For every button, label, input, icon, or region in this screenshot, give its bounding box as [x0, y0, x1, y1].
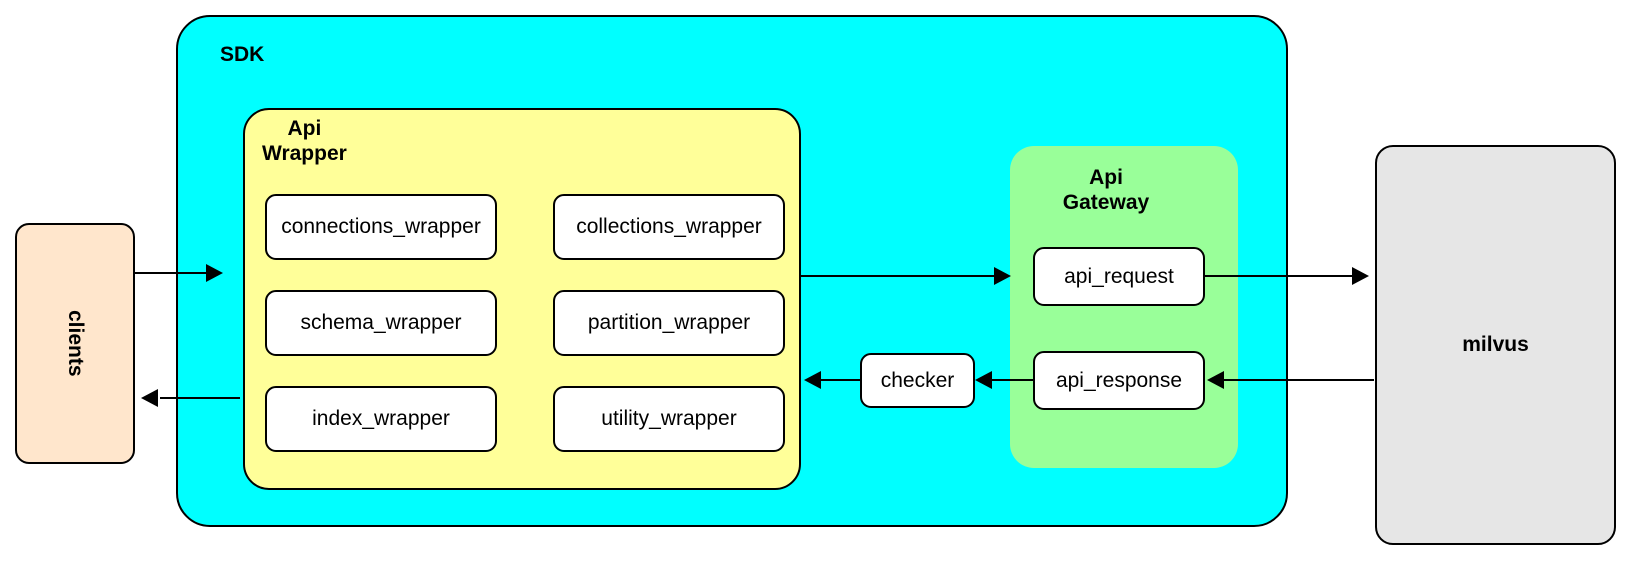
arrowhead-api-request-to-milvus: [1352, 267, 1369, 285]
node-api-response[interactable]: api_response: [1033, 351, 1205, 410]
api-wrapper-container-label: Api Wrapper: [262, 117, 347, 165]
node-index-wrapper[interactable]: index_wrapper: [265, 386, 497, 452]
edge-api-request-to-milvus: [1205, 275, 1353, 277]
node-milvus[interactable]: milvus: [1375, 145, 1616, 545]
arrowhead-api-response-to-checker: [975, 371, 992, 389]
api-gateway-container[interactable]: [1010, 146, 1238, 468]
node-api-response-label: api_response: [1055, 368, 1183, 392]
arrowhead-milvus-to-api-response: [1207, 371, 1224, 389]
node-collections-wrapper-label: collections_wrapper: [576, 215, 762, 238]
sdk-container-label: SDK: [220, 43, 265, 66]
edge-clients-to-sdk: [135, 272, 215, 274]
node-milvus-label: milvus: [1462, 333, 1529, 356]
node-checker[interactable]: checker: [860, 353, 975, 408]
node-api-request[interactable]: api_request: [1033, 247, 1205, 306]
arrowhead-clients-to-sdk: [206, 264, 223, 282]
node-utility-wrapper[interactable]: utility_wrapper: [553, 386, 785, 452]
edge-api-wrapper-to-api-gateway: [801, 275, 997, 277]
node-partition-wrapper[interactable]: partition_wrapper: [553, 290, 785, 356]
edge-sdk-to-clients: [160, 397, 240, 399]
api-gateway-container-label: Api Gateway: [1062, 166, 1150, 214]
node-clients-label: clients: [64, 310, 87, 377]
node-api-request-label: api_request: [1064, 264, 1174, 288]
node-schema-wrapper[interactable]: schema_wrapper: [265, 290, 497, 356]
node-index-wrapper-label: index_wrapper: [312, 407, 450, 430]
node-utility-wrapper-label: utility_wrapper: [601, 407, 737, 430]
arrowhead-sdk-to-clients: [141, 389, 158, 407]
edge-milvus-to-api-response: [1222, 379, 1374, 381]
edge-checker-to-api-wrapper: [820, 379, 862, 381]
node-clients[interactable]: clients: [15, 223, 135, 464]
node-partition-wrapper-label: partition_wrapper: [587, 311, 751, 334]
edge-api-response-to-checker: [980, 379, 1034, 381]
node-connections-wrapper[interactable]: connections_wrapper: [265, 194, 497, 260]
arrowhead-api-wrapper-to-api-gateway: [994, 267, 1011, 285]
node-collections-wrapper[interactable]: collections_wrapper: [553, 194, 785, 260]
arrowhead-checker-to-api-wrapper: [804, 371, 821, 389]
node-checker-label: checker: [880, 368, 955, 392]
node-connections-wrapper-label: connections_wrapper: [281, 215, 481, 238]
node-schema-wrapper-label: schema_wrapper: [300, 311, 462, 334]
